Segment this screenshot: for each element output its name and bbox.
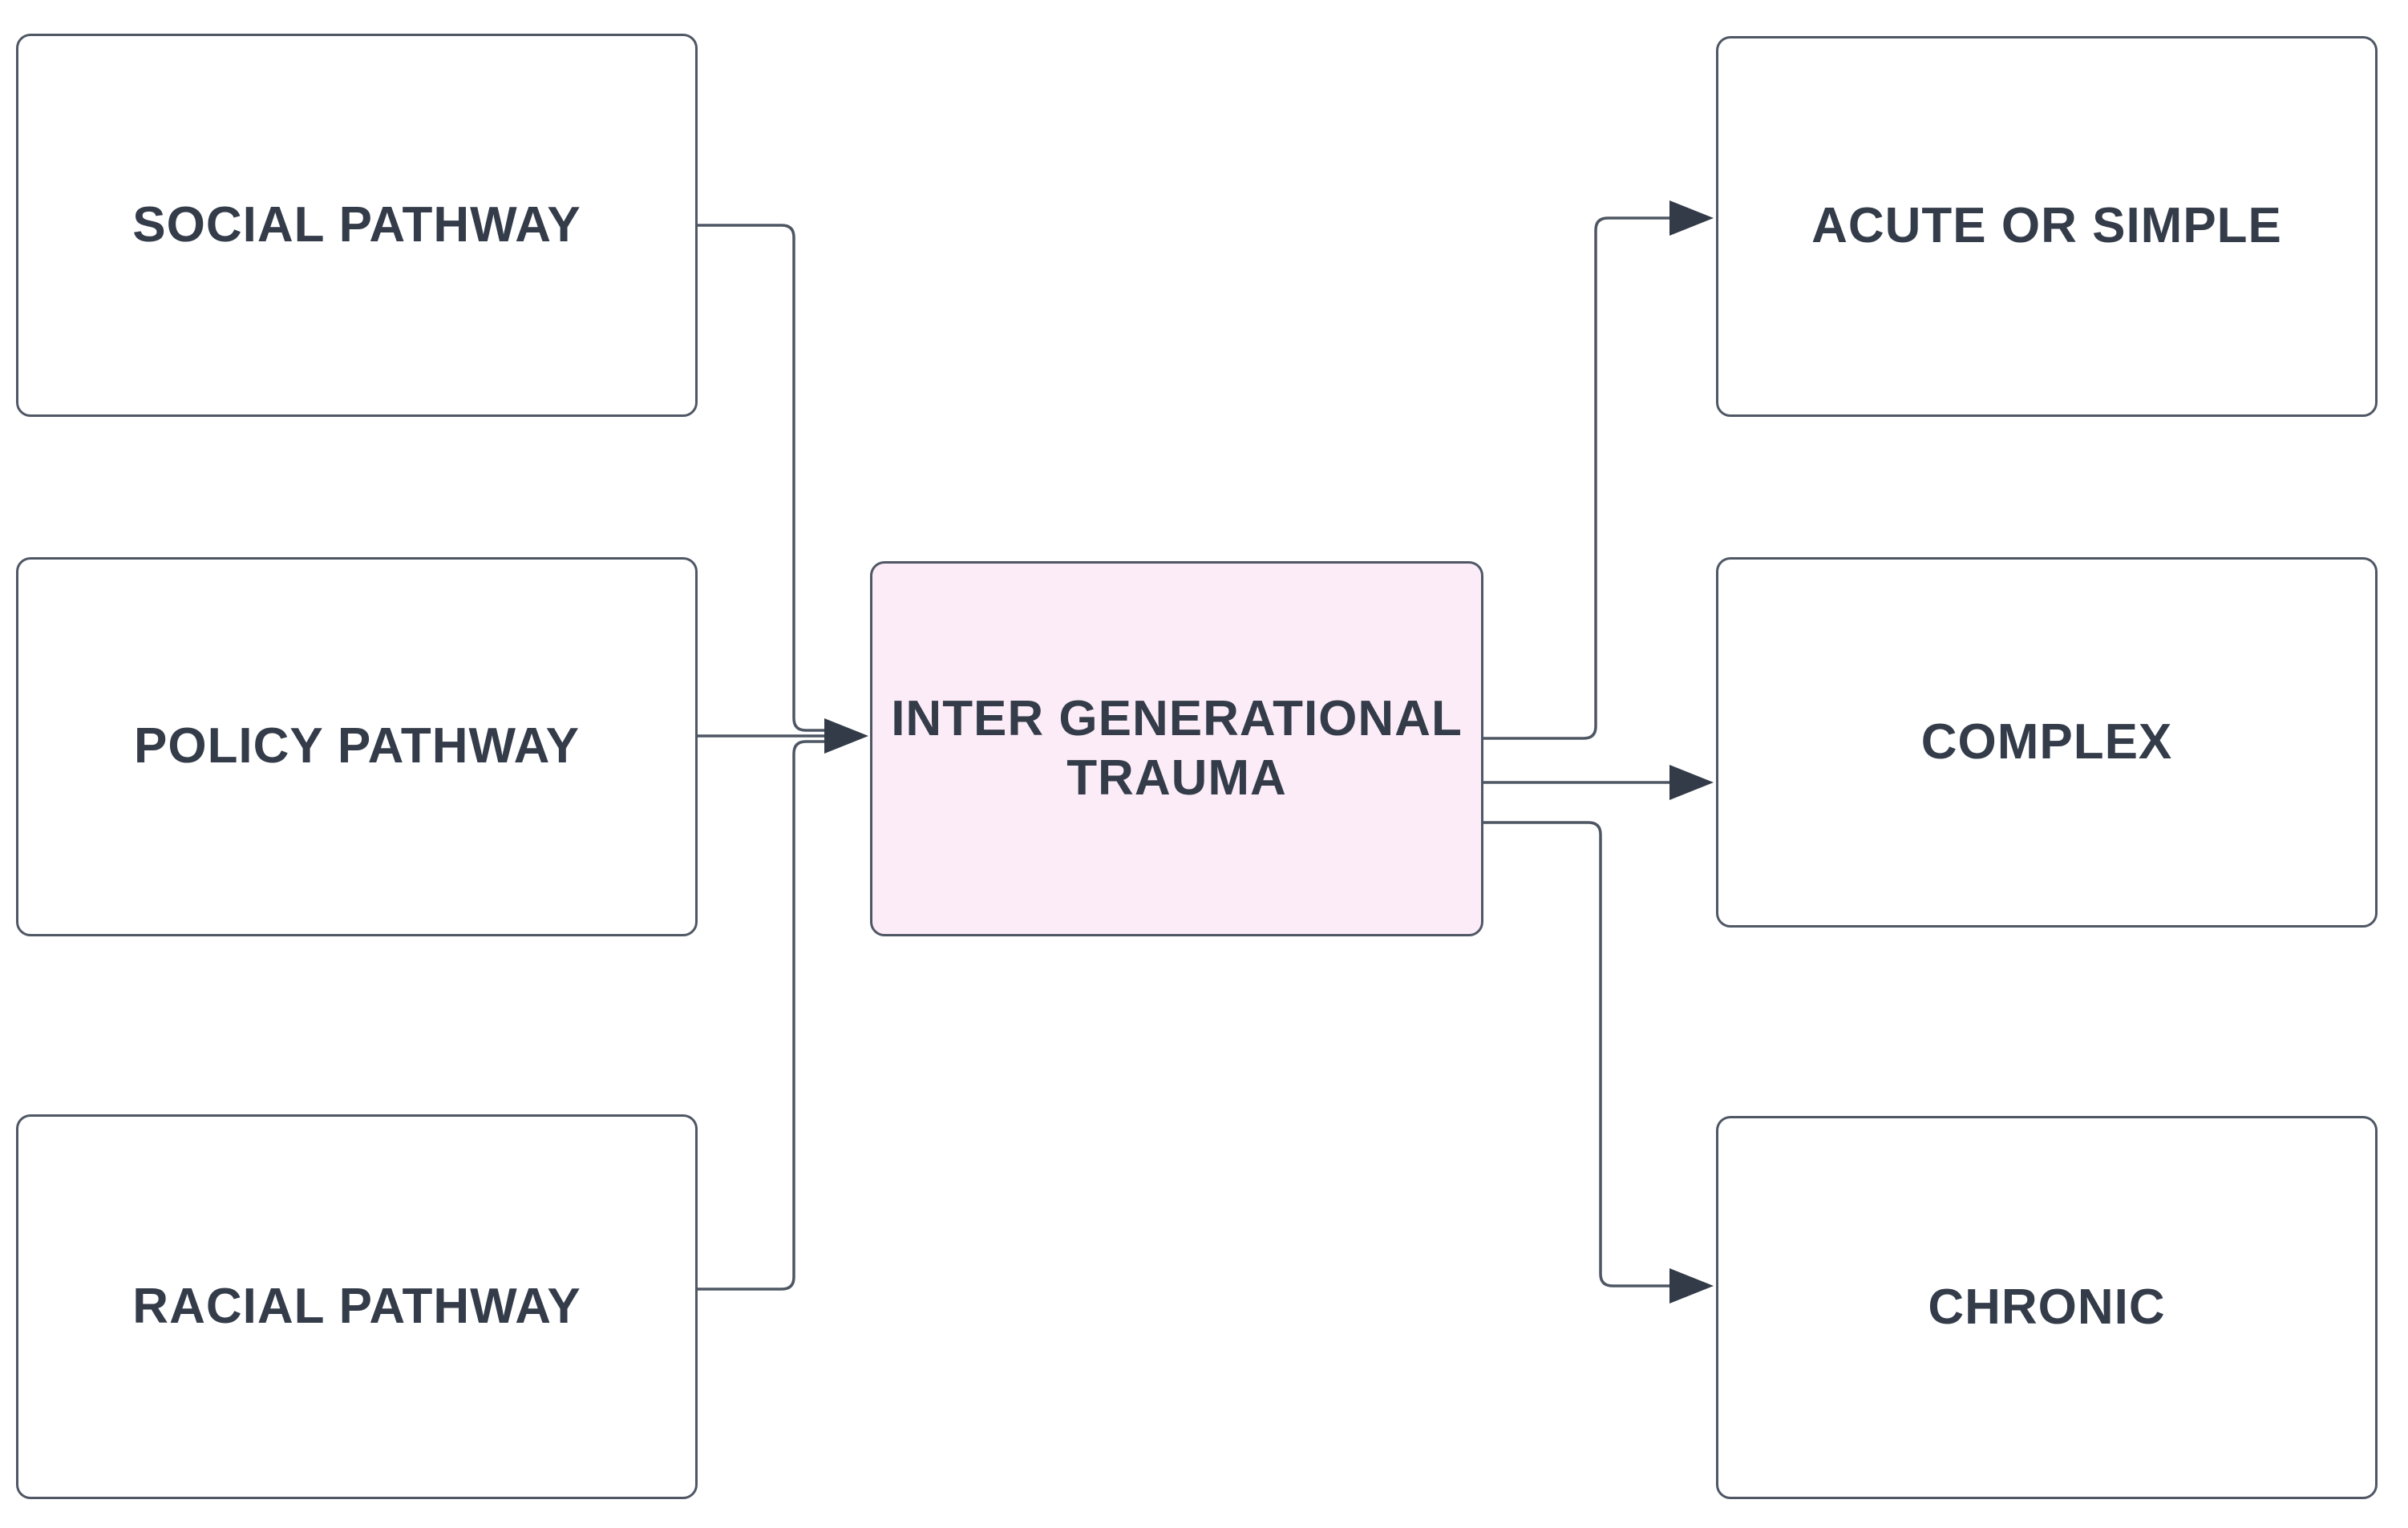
arrowhead-into-chronic xyxy=(1669,1268,1714,1304)
node-racial-pathway: RACIAL PATHWAY xyxy=(16,1114,698,1499)
arrowhead-into-trauma xyxy=(824,718,868,754)
edge-racial-to-trauma xyxy=(698,740,826,1291)
edge-trauma-to-chronic xyxy=(1483,821,1669,1287)
node-complex-label: COMPLEX xyxy=(1920,713,2173,770)
node-complex: COMPLEX xyxy=(1716,557,2378,928)
node-acute-or-simple: ACUTE OR SIMPLE xyxy=(1716,36,2378,417)
node-intergenerational-trauma: INTER GENERATIONAL TRAUMA xyxy=(870,561,1483,936)
edge-trauma-to-acute xyxy=(1483,216,1669,740)
node-racial-pathway-label: RACIAL PATHWAY xyxy=(132,1278,581,1334)
node-chronic-label: CHRONIC xyxy=(1928,1279,2166,1335)
node-intergenerational-trauma-label: INTER GENERATIONAL TRAUMA xyxy=(891,690,1463,806)
node-chronic: CHRONIC xyxy=(1716,1116,2378,1499)
arrowhead-into-complex xyxy=(1669,765,1714,800)
node-social-pathway-label: SOCIAL PATHWAY xyxy=(132,196,581,253)
node-acute-or-simple-label: ACUTE OR SIMPLE xyxy=(1811,198,2282,254)
node-social-pathway: SOCIAL PATHWAY xyxy=(16,34,698,417)
node-policy-pathway: POLICY PATHWAY xyxy=(16,557,698,936)
arrowhead-into-acute xyxy=(1669,200,1714,236)
node-policy-pathway-label: POLICY PATHWAY xyxy=(133,718,580,774)
edge-social-to-trauma xyxy=(698,224,826,732)
